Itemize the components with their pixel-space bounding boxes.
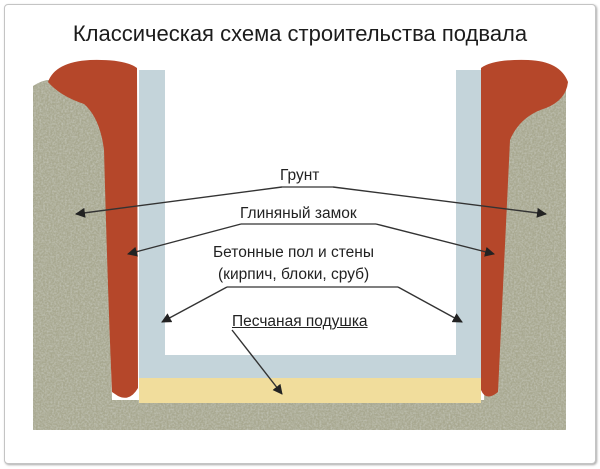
label-clay-lock: Глиняный замок [240,205,357,222]
label-concrete-line1: Бетонные пол и стены [213,244,374,261]
clay-arrow-right [375,223,495,257]
soil-arrow-left [75,186,283,218]
concrete-arrow-left [161,286,228,323]
leader-lines [75,186,547,395]
label-underlines [227,186,398,288]
soil-arrow-right [332,186,547,218]
label-concrete-line2: (кирпич, блоки, сруб) [218,266,370,283]
label-soil: Грунт [280,167,320,184]
concrete-arrow-right [397,286,463,323]
clay-lock-right [481,59,568,397]
label-sand-cushion: Песчаная подушка [232,313,368,330]
clay-lock-left [48,59,138,398]
sand-cushion [139,378,481,403]
diagram-title: Классическая схема строительства подвала [72,21,528,46]
sand-arrow [231,329,283,395]
clay-arrow-left [127,223,242,257]
